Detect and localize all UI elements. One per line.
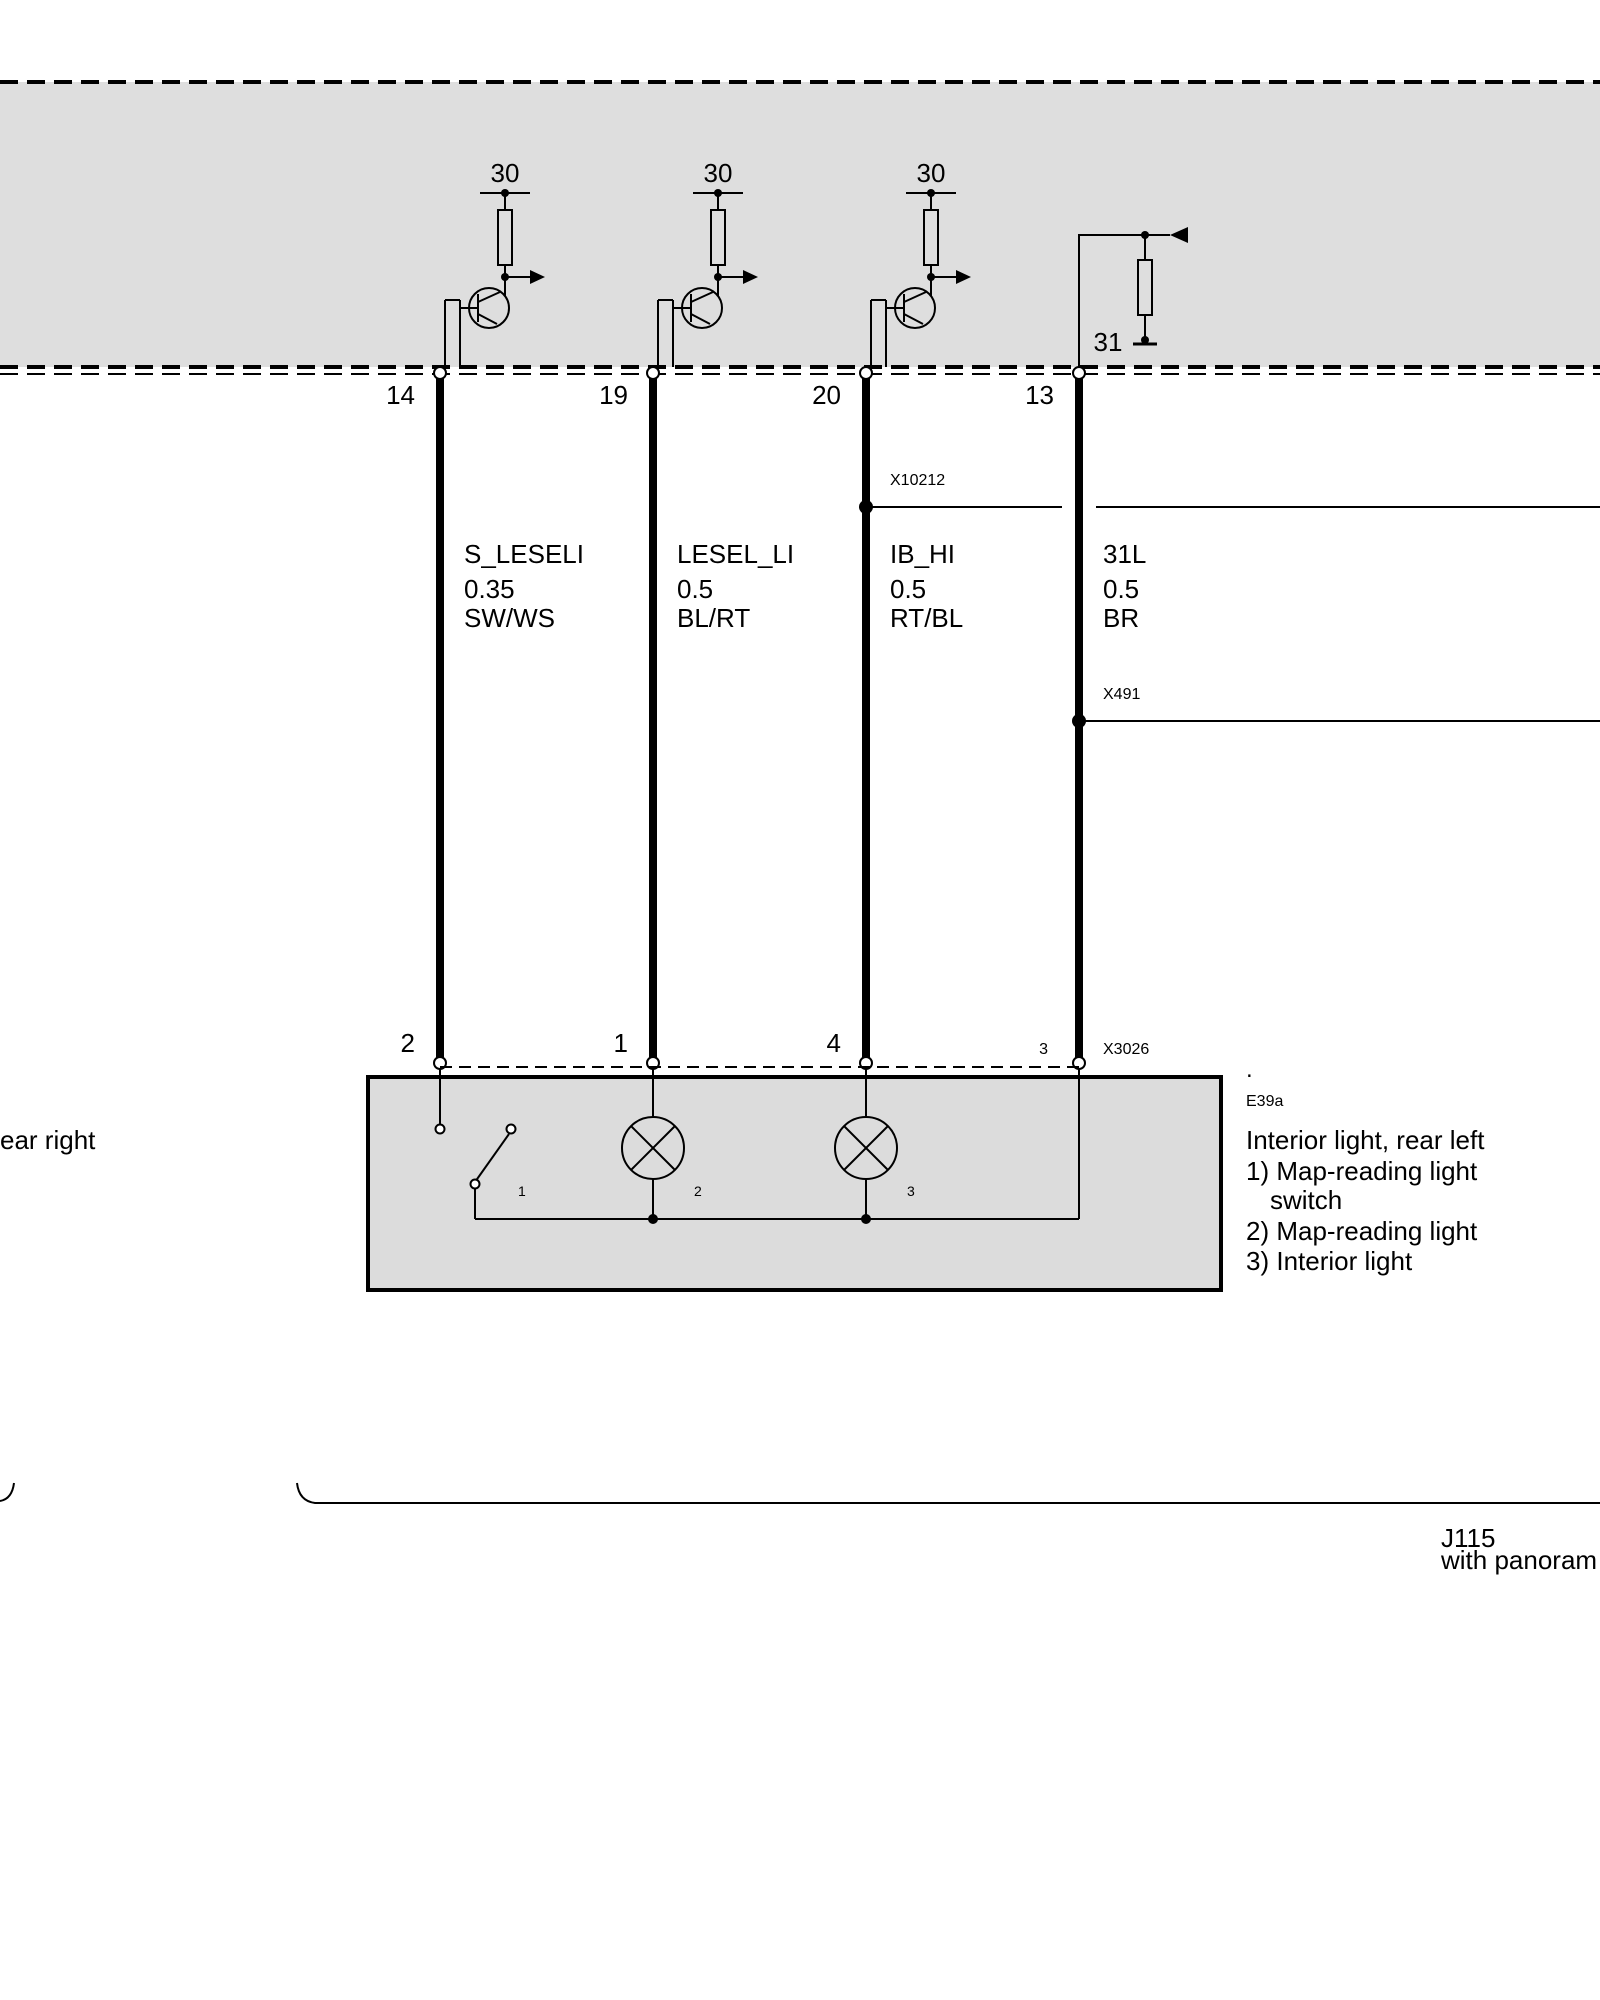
wire-3: 20 4 IB_HI 0.5 RT/BL — [812, 366, 963, 1070]
top-pin-number: 14 — [386, 380, 415, 410]
variant-code: J115 — [1441, 1523, 1495, 1553]
splice-x10212: X10212 — [859, 472, 1600, 514]
bottom-pin-number: 1 — [614, 1028, 628, 1058]
variant-note: with panoram — [1440, 1545, 1597, 1575]
wire-gauge: 0.5 — [677, 574, 713, 604]
wire-2: 19 1 LESEL_LI 0.5 BL/RT — [599, 366, 794, 1070]
wire-4: 13 3 31L 0.5 BR — [1025, 366, 1146, 1070]
supply-label: 30 — [491, 158, 520, 188]
arrow-icon — [743, 270, 758, 284]
ground-label: 31 — [1094, 327, 1123, 357]
ground-reference: 31 — [1078, 227, 1188, 370]
control-module-fill — [0, 82, 1600, 367]
wire-color: SW/WS — [464, 603, 555, 633]
component-dot: . — [1246, 1056, 1253, 1083]
supply-label: 30 — [917, 158, 946, 188]
component-item: 1) Map-reading light — [1246, 1156, 1478, 1186]
component-item: switch — [1270, 1185, 1342, 1215]
wire-1: 14 2 S_LESELI 0.35 SW/WS — [386, 366, 584, 1070]
supply-label: 30 — [704, 158, 733, 188]
wire-gauge: 0.35 — [464, 574, 515, 604]
arrow-left-icon — [1170, 227, 1188, 243]
bottom-pin-number: 4 — [827, 1028, 841, 1058]
switch-contact-icon — [434, 1123, 446, 1135]
element-number: 2 — [694, 1183, 702, 1199]
connector-label: X3026 — [1103, 1041, 1149, 1058]
element-number: 1 — [518, 1183, 526, 1199]
switch-lever-icon — [474, 1133, 510, 1183]
arrow-icon — [530, 270, 545, 284]
component-id: E39a — [1246, 1093, 1283, 1110]
wire-color: RT/BL — [890, 603, 963, 633]
splice-label: X10212 — [890, 472, 945, 489]
variant-brace — [0, 1482, 1600, 1504]
top-pin-number: 20 — [812, 380, 841, 410]
top-pin-number: 19 — [599, 380, 628, 410]
bottom-pin-number: 3 — [1039, 1041, 1048, 1058]
component-description: . E39a Interior light, rear left 1) Map-… — [1246, 1056, 1485, 1276]
left-component-label: ear right — [0, 1125, 96, 1155]
wire-color: BR — [1103, 603, 1139, 633]
transistor-driver-2: 30 — [657, 158, 758, 370]
component-box — [366, 1075, 1223, 1292]
control-module — [0, 80, 1600, 375]
signal-name: 31L — [1103, 539, 1146, 569]
switch-contact-icon — [469, 1178, 481, 1190]
bottom-pin-number: 2 — [401, 1028, 415, 1058]
wire-gauge: 0.5 — [1103, 574, 1139, 604]
arrow-icon — [956, 270, 971, 284]
signal-name: IB_HI — [890, 539, 955, 569]
component-e39a: 1 2 3 — [366, 1069, 1223, 1292]
switch-contact-icon — [505, 1123, 517, 1135]
wire-gauge: 0.5 — [890, 574, 926, 604]
component-item: 3) Interior light — [1246, 1246, 1413, 1276]
top-pin-number: 13 — [1025, 380, 1054, 410]
transistor-driver-1: 30 — [444, 158, 545, 370]
component-item: 2) Map-reading light — [1246, 1216, 1478, 1246]
splice-x491: X491 — [1072, 686, 1600, 728]
signal-name: S_LESELI — [464, 539, 584, 569]
splice-label: X491 — [1103, 686, 1140, 703]
transistor-driver-3: 30 — [870, 158, 971, 370]
wire-color: BL/RT — [677, 603, 750, 633]
component-title: Interior light, rear left — [1246, 1125, 1485, 1155]
signal-name: LESEL_LI — [677, 539, 794, 569]
element-number: 3 — [907, 1183, 915, 1199]
